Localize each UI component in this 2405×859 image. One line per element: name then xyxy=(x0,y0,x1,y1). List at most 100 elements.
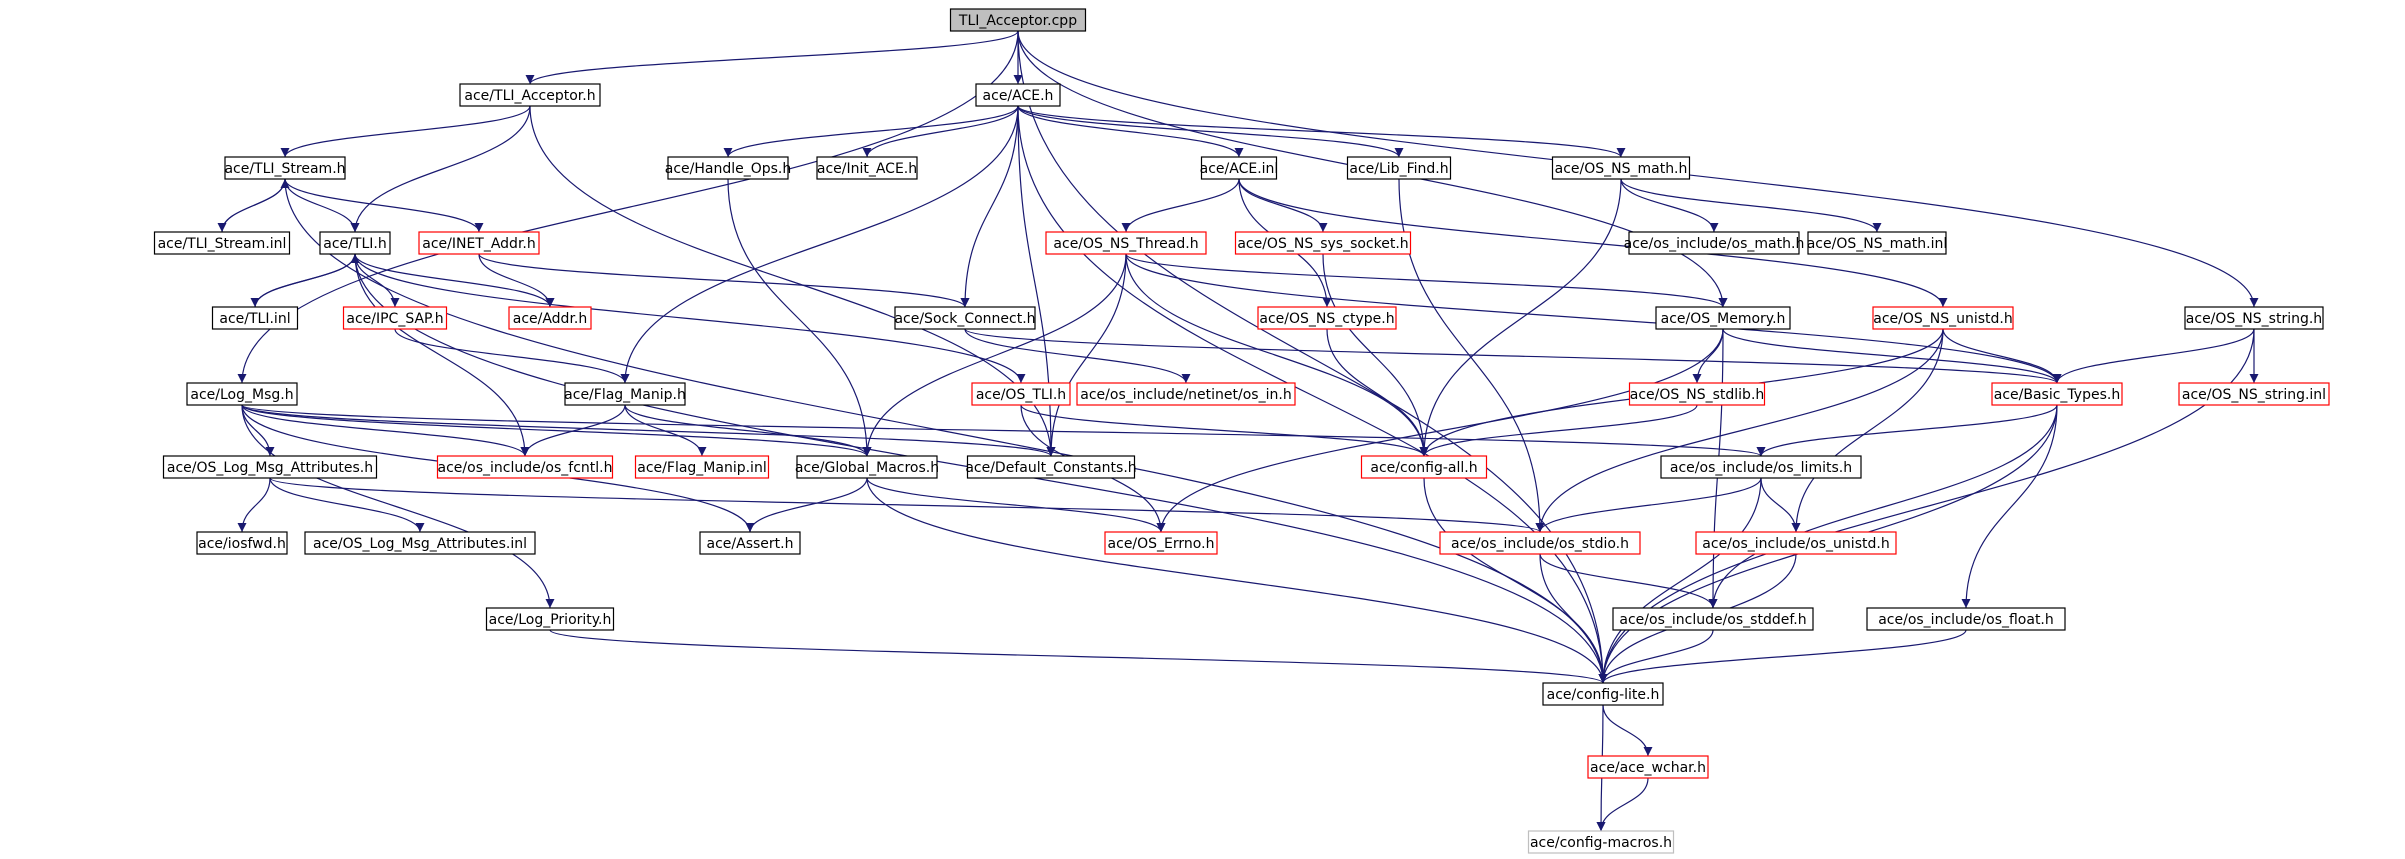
node-box xyxy=(1695,531,1897,555)
node-box xyxy=(1257,306,1397,330)
node-ace-tli-stream-inl[interactable]: ace/TLI_Stream.inl xyxy=(153,231,291,255)
edge-ace_h-to-config_lite xyxy=(1017,105,1608,684)
node-ace-tli-inl[interactable]: ace/TLI.inl xyxy=(211,306,299,330)
node-ace-global-macros-h[interactable]: ace/Global_Macros.h xyxy=(795,455,939,479)
node-ace-os-include-os-stdio-h[interactable]: ace/os_include/os_stdio.h xyxy=(1439,531,1641,555)
edge-flag_manip_h-to-os_fcntl xyxy=(520,404,626,457)
node-label: ace/Flag_Manip.h xyxy=(564,387,686,403)
node-ace-iosfwd-h[interactable]: ace/iosfwd.h xyxy=(196,531,288,555)
node-label: ace/OS_NS_Thread.h xyxy=(1053,236,1198,252)
node-ace-os-ns-string-inl[interactable]: ace/OS_NS_string.inl xyxy=(2178,382,2330,406)
node-label: ace/OS_NS_stdlib.h xyxy=(1630,387,1765,403)
node-ace-ipc-sap-h[interactable]: ace/IPC_SAP.h xyxy=(342,306,448,330)
node-ace-sock-connect-h[interactable]: ace/Sock_Connect.h xyxy=(894,306,1036,330)
edge-ace_h-to-handle_ops xyxy=(723,105,1019,158)
node-ace-inet-addr-h[interactable]: ace/INET_Addr.h xyxy=(418,231,540,255)
edge-os_ns_unistd-to-os_stdio xyxy=(1535,328,1944,533)
edge-basic_types-to-os_stddef xyxy=(1708,404,2058,609)
node-ace-os-errno-h[interactable]: ace/OS_Errno.h xyxy=(1104,531,1218,555)
edge-global_macros-to-config_lite xyxy=(866,477,1608,684)
edge-os_log_msg_attr_h-to-os_log_msg_attr_inl xyxy=(269,477,425,533)
node-label: ace/Log_Msg.h xyxy=(190,387,293,403)
node-ace-os-include-os-unistd-h[interactable]: ace/os_include/os_unistd.h xyxy=(1695,531,1897,555)
node-ace-config-all-h[interactable]: ace/config-all.h xyxy=(1360,455,1488,479)
node-label: ace/os_include/os_unistd.h xyxy=(1702,536,1889,552)
node-box xyxy=(508,306,592,330)
node-label: ace/os_include/os_stdio.h xyxy=(1451,536,1629,552)
node-box xyxy=(1045,231,1207,255)
edge-os_ns_stdlib-to-config_all xyxy=(1419,404,1698,457)
edge-os_limits-to-os_unistd_h xyxy=(1760,477,1801,533)
node-ace-lib-find-h[interactable]: ace/Lib_Find.h xyxy=(1346,156,1452,180)
node-ace-flag-manip-h[interactable]: ace/Flag_Manip.h xyxy=(564,382,686,406)
node-ace-os-ns-math-inl[interactable]: ace/OS_NS_math.inl xyxy=(1807,231,1948,255)
edge-os_log_msg_attr_h-to-iosfwd xyxy=(237,477,271,533)
node-ace-ace-h[interactable]: ace/ACE.h xyxy=(975,83,1061,107)
node-label: ace/os_include/os_fcntl.h xyxy=(438,460,613,476)
node-ace-init-ace-h[interactable]: ace/Init_ACE.h xyxy=(816,156,918,180)
node-ace-log-msg-h[interactable]: ace/Log_Msg.h xyxy=(186,382,298,406)
node-ace-ace-wchar-h[interactable]: ace/ace_wchar.h xyxy=(1587,755,1709,779)
node-ace-os-include-os-stddef-h[interactable]: ace/os_include/os_stddef.h xyxy=(1612,607,1814,631)
node-ace-os-ns-thread-h[interactable]: ace/OS_NS_Thread.h xyxy=(1045,231,1207,255)
edge-log_msg-to-os_limits xyxy=(241,404,1765,457)
node-label: ace/ACE.h xyxy=(983,88,1054,104)
node-box xyxy=(1807,231,1947,255)
node-box xyxy=(1200,156,1278,180)
node-ace-os-tli-h[interactable]: ace/OS_TLI.h xyxy=(971,382,1071,406)
node-label: ace/os_include/os_math.h xyxy=(1624,236,1805,252)
edge-sock_connect-to-basic_types xyxy=(964,328,2062,384)
node-ace-os-log-msg-attributes-inl[interactable]: ace/OS_Log_Msg_Attributes.inl xyxy=(304,531,536,555)
node-ace-os-include-os-math-h[interactable]: ace/os_include/os_math.h xyxy=(1624,231,1805,255)
node-ace-ace-inl[interactable]: ace/ACE.inl xyxy=(1200,156,1279,180)
node-box xyxy=(196,531,288,555)
node-ace-os-include-os-limits-h[interactable]: ace/os_include/os_limits.h xyxy=(1660,455,1862,479)
node-box xyxy=(894,306,1036,330)
node-ace-os-ns-stdlib-h[interactable]: ace/OS_NS_stdlib.h xyxy=(1628,382,1766,406)
node-ace-os-log-msg-attributes-h[interactable]: ace/OS_Log_Msg_Attributes.h xyxy=(162,455,378,479)
node-tli-acceptor-cpp: TLI_Acceptor.cpp xyxy=(949,8,1087,32)
node-ace-flag-manip-inl[interactable]: ace/Flag_Manip.inl xyxy=(634,455,770,479)
node-ace-log-priority-h[interactable]: ace/Log_Priority.h xyxy=(485,607,615,631)
edge-tli_inl-to-tli_h xyxy=(254,253,360,308)
node-ace-tli-h[interactable]: ace/TLI.h xyxy=(319,231,391,255)
edge-ace_inl-to-os_ns_unistd xyxy=(1238,178,1948,308)
node-label: ace/TLI_Stream.h xyxy=(224,161,345,177)
node-ace-os-ns-sys-socket-h[interactable]: ace/OS_NS_sys_socket.h xyxy=(1234,231,1412,255)
node-label: ace/TLI.h xyxy=(323,236,386,252)
node-label: ace/Lib_Find.h xyxy=(1349,161,1448,177)
node-box xyxy=(1612,607,1814,631)
node-ace-config-macros-h[interactable]: ace/config-macros.h xyxy=(1527,830,1675,854)
node-ace-addr-h[interactable]: ace/Addr.h xyxy=(508,306,592,330)
node-label: ace/config-macros.h xyxy=(1530,835,1672,851)
edge-os_stdio-to-config_lite xyxy=(1539,553,1608,684)
node-label: ace/OS_NS_string.h xyxy=(2186,311,2322,327)
edge-ace_h-to-init_ace xyxy=(862,105,1019,158)
node-ace-tli-acceptor-h[interactable]: ace/TLI_Acceptor.h xyxy=(459,83,601,107)
edge-tli_stream_h-to-inet_addr xyxy=(284,178,484,233)
node-label: ace/ace_wchar.h xyxy=(1590,760,1706,776)
node-ace-os-include-os-fcntl-h[interactable]: ace/os_include/os_fcntl.h xyxy=(436,455,614,479)
node-label: ace/OS_NS_ctype.h xyxy=(1259,311,1394,327)
node-ace-config-lite-h[interactable]: ace/config-lite.h xyxy=(1542,682,1664,706)
node-label: ace/ACE.inl xyxy=(1200,161,1279,177)
node-ace-assert-h[interactable]: ace/Assert.h xyxy=(699,531,801,555)
node-ace-os-ns-ctype-h[interactable]: ace/OS_NS_ctype.h xyxy=(1257,306,1397,330)
edge-os_memory-to-basic_types xyxy=(1722,328,2062,384)
node-ace-os-memory-h[interactable]: ace/OS_Memory.h xyxy=(1655,306,1791,330)
node-ace-tli-stream-h[interactable]: ace/TLI_Stream.h xyxy=(224,156,346,180)
edge-layer xyxy=(217,30,2259,832)
node-box xyxy=(966,455,1136,479)
node-ace-os-include-os-float-h[interactable]: ace/os_include/os_float.h xyxy=(1866,607,2066,631)
node-ace-os-ns-string-h[interactable]: ace/OS_NS_string.h xyxy=(2184,306,2324,330)
node-ace-basic-types-h[interactable]: ace/Basic_Types.h xyxy=(1991,382,2123,406)
node-ace-os-ns-unistd-h[interactable]: ace/OS_NS_unistd.h xyxy=(1872,306,2014,330)
node-label: ace/TLI_Stream.inl xyxy=(158,236,287,252)
node-ace-handle-ops-h[interactable]: ace/Handle_Ops.h xyxy=(665,156,792,180)
node-ace-os-ns-math-h[interactable]: ace/OS_NS_math.h xyxy=(1551,156,1691,180)
node-label: ace/OS_NS_string.inl xyxy=(2182,387,2326,403)
node-ace-os-include-netinet-os-in-h[interactable]: ace/os_include/netinet/os_in.h xyxy=(1076,382,1296,406)
edge-inet_addr-to-sock_connect xyxy=(478,253,970,308)
node-ace-default-constants-h[interactable]: ace/Default_Constants.h xyxy=(965,455,1137,479)
